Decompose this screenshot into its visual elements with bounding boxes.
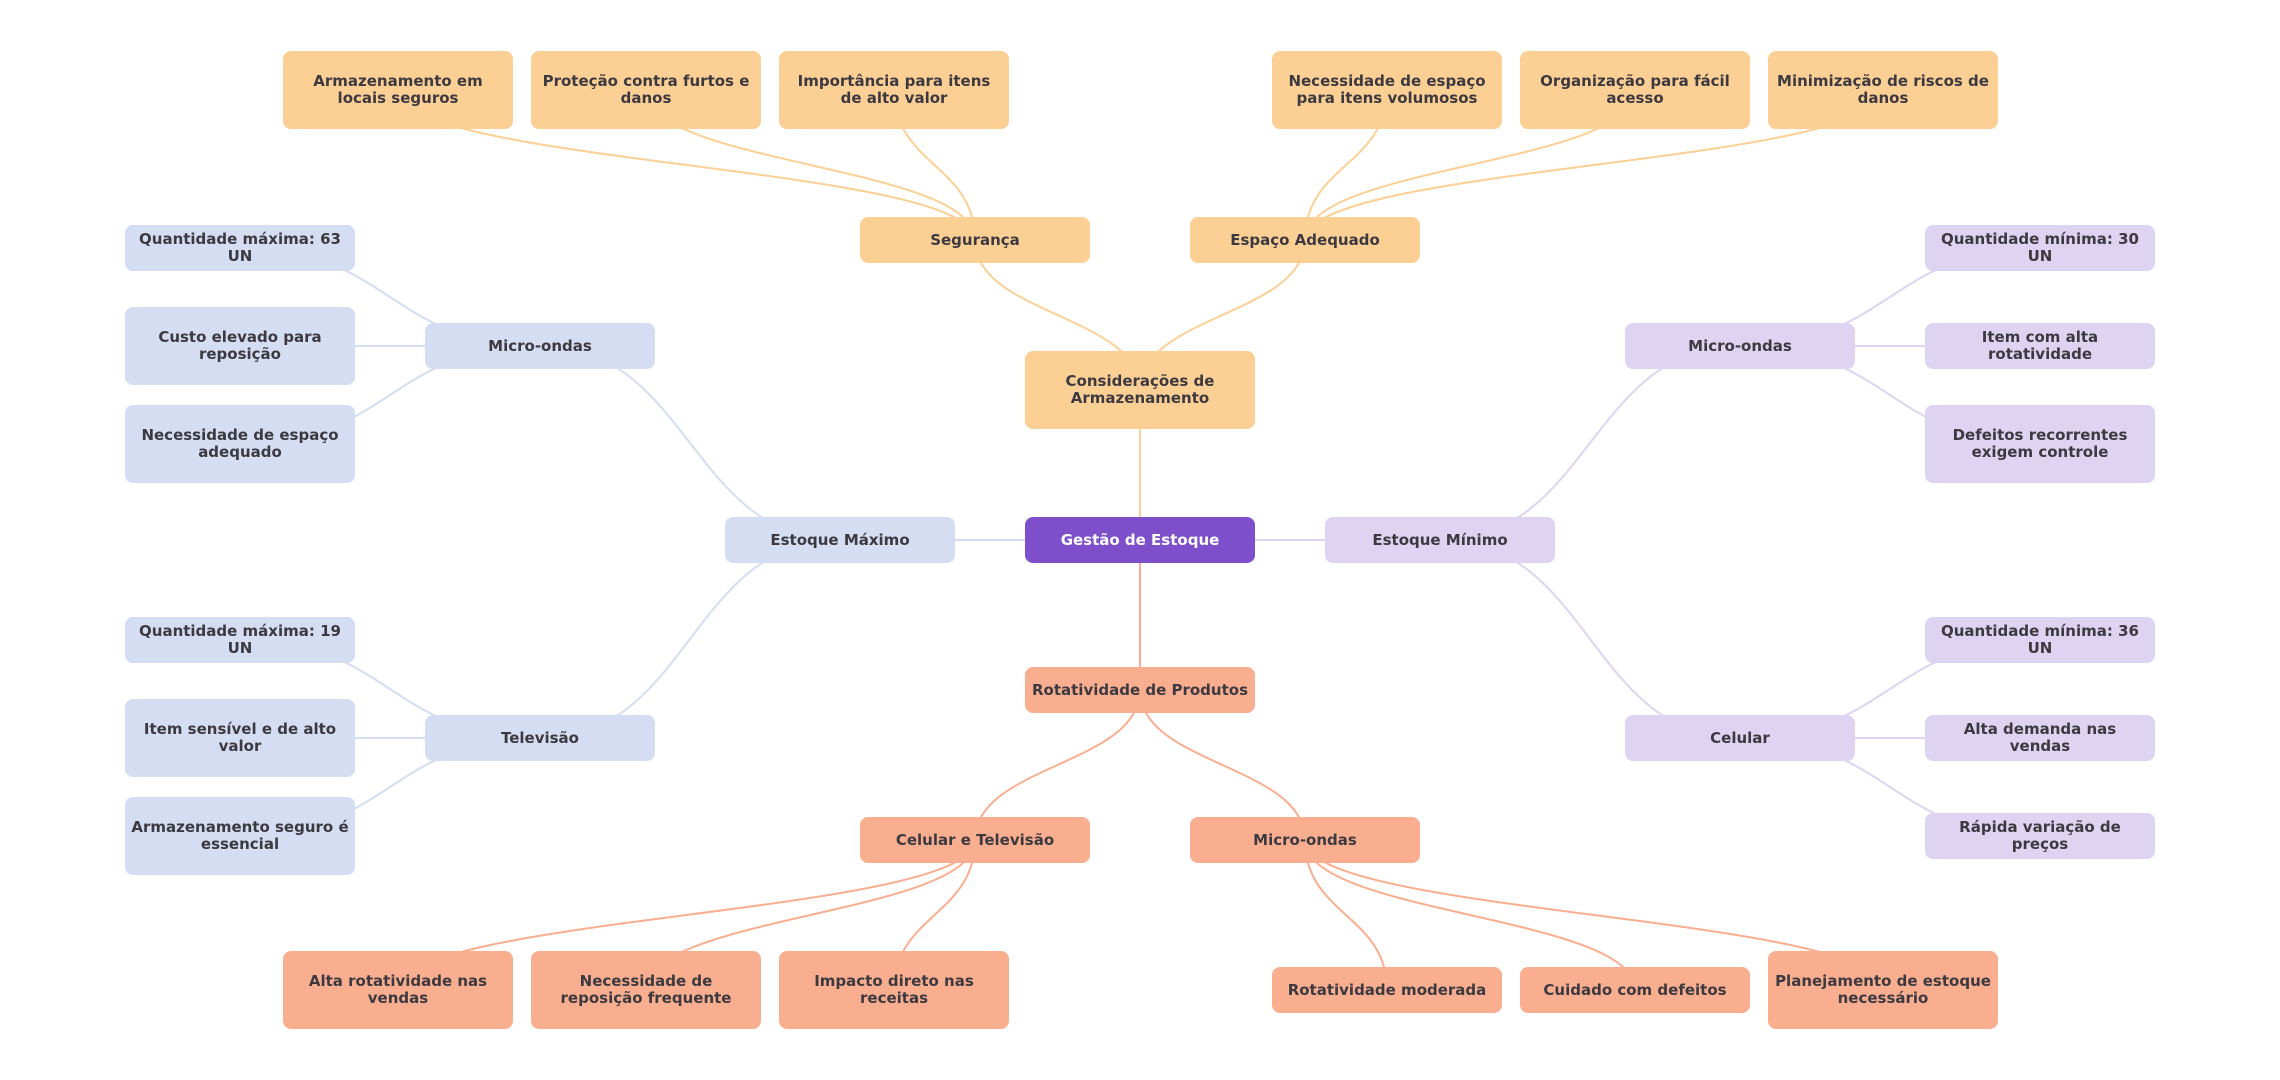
node-televisao-max[interactable]: Televisão bbox=[425, 715, 655, 761]
connector-line bbox=[1439, 539, 1741, 739]
connector-line bbox=[1304, 839, 1388, 991]
connector-line bbox=[1439, 345, 1741, 541]
connector-line bbox=[1139, 689, 1306, 841]
node-micro-ondas-rot[interactable]: Micro-ondas bbox=[1190, 817, 1420, 863]
leaf-node[interactable]: Item com alta rotatividade bbox=[1925, 323, 2155, 369]
leaf-node[interactable]: Alta rotatividade nas vendas bbox=[283, 951, 513, 1029]
leaf-node[interactable]: Defeitos recorrentes exigem controle bbox=[1925, 405, 2155, 483]
connector-line bbox=[1304, 839, 1636, 991]
leaf-node[interactable]: Necessidade de espaço para itens volumos… bbox=[1272, 51, 1502, 129]
node-micro-ondas-max[interactable]: Micro-ondas bbox=[425, 323, 655, 369]
leaf-node[interactable]: Importância para itens de alto valor bbox=[779, 51, 1009, 129]
leaf-node[interactable]: Alta demanda nas vendas bbox=[1925, 715, 2155, 761]
leaf-node[interactable]: Cuidado com defeitos bbox=[1520, 967, 1750, 1013]
leaf-node[interactable]: Quantidade mínima: 36 UN bbox=[1925, 617, 2155, 663]
leaf-node[interactable]: Necessidade de espaço adequado bbox=[125, 405, 355, 483]
node-espaco-adequado[interactable]: Espaço Adequado bbox=[1190, 217, 1420, 263]
leaf-node[interactable]: Quantidade máxima: 19 UN bbox=[125, 617, 355, 663]
leaf-node[interactable]: Minimização de riscos de danos bbox=[1768, 51, 1998, 129]
leaf-node[interactable]: Planejamento de estoque necessário bbox=[1768, 951, 1998, 1029]
connector-line bbox=[539, 345, 841, 541]
leaf-node[interactable]: Armazenamento seguro é essencial bbox=[125, 797, 355, 875]
leaf-node[interactable]: Quantidade mínima: 30 UN bbox=[1925, 225, 2155, 271]
leaf-node[interactable]: Proteção contra furtos e danos bbox=[531, 51, 761, 129]
root-node[interactable]: Gestão de Estoque bbox=[1025, 517, 1255, 563]
leaf-node[interactable]: Necessidade de reposição frequente bbox=[531, 951, 761, 1029]
connector-line bbox=[974, 689, 1141, 841]
leaf-node[interactable]: Quantidade máxima: 63 UN bbox=[125, 225, 355, 271]
node-estoque-maximo[interactable]: Estoque Máximo bbox=[725, 517, 955, 563]
node-micro-ondas-min[interactable]: Micro-ondas bbox=[1625, 323, 1855, 369]
leaf-node[interactable]: Item sensível e de alto valor bbox=[125, 699, 355, 777]
node-celular-min[interactable]: Celular bbox=[1625, 715, 1855, 761]
leaf-node[interactable]: Rotatividade moderada bbox=[1272, 967, 1502, 1013]
node-rotatividade-produtos[interactable]: Rotatividade de Produtos bbox=[1025, 667, 1255, 713]
node-consideracoes-armazenamento[interactable]: Considerações de Armazenamento bbox=[1025, 351, 1255, 429]
leaf-node[interactable]: Organização para fácil acesso bbox=[1520, 51, 1750, 129]
leaf-node[interactable]: Rápida variação de preços bbox=[1925, 813, 2155, 859]
node-celular-televisao[interactable]: Celular e Televisão bbox=[860, 817, 1090, 863]
node-seguranca[interactable]: Segurança bbox=[860, 217, 1090, 263]
connector-line bbox=[539, 539, 841, 739]
leaf-node[interactable]: Armazenamento em locais seguros bbox=[283, 51, 513, 129]
leaf-node[interactable]: Impacto direto nas receitas bbox=[779, 951, 1009, 1029]
leaf-node[interactable]: Custo elevado para reposição bbox=[125, 307, 355, 385]
node-estoque-minimo[interactable]: Estoque Mínimo bbox=[1325, 517, 1555, 563]
